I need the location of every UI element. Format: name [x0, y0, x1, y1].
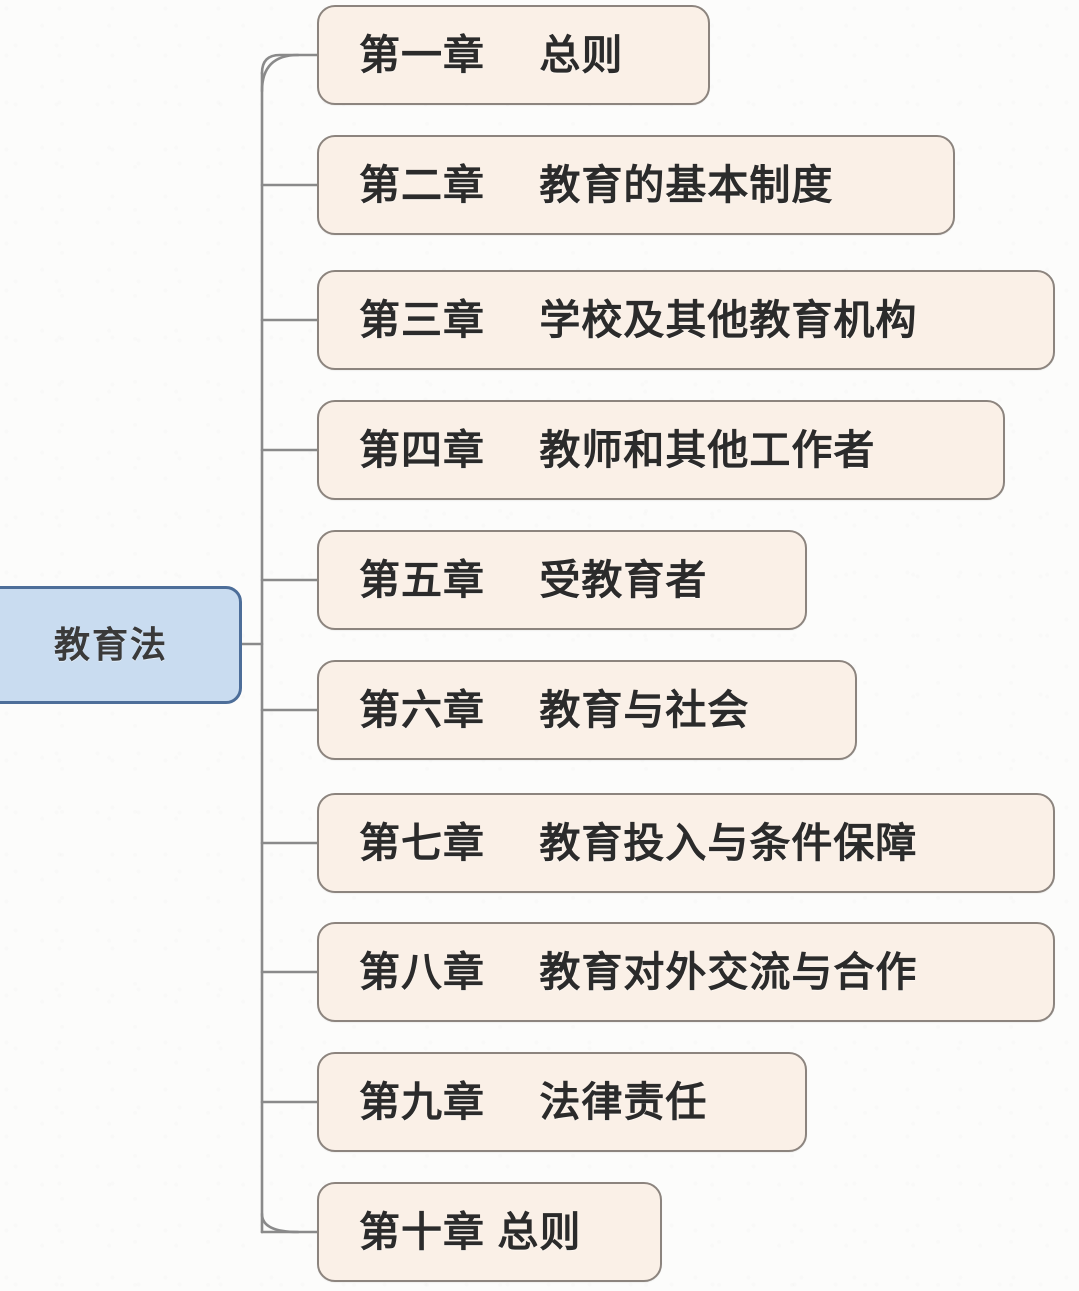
branch-node-9[interactable]: 第九章 法律责任 — [317, 1052, 807, 1152]
branch-node-3-label: 第三章 学校及其他教育机构 — [359, 296, 918, 343]
branch-node-5-label: 第五章 受教育者 — [359, 556, 708, 603]
branch-node-2-label: 第二章 教育的基本制度 — [359, 161, 834, 208]
branch-node-4[interactable]: 第四章 教师和其他工作者 — [317, 400, 1005, 500]
branch-node-10[interactable]: 第十章 总则 — [317, 1182, 662, 1282]
connector-elbow-top — [260, 53, 300, 93]
branch-node-8-label: 第八章 教育对外交流与合作 — [359, 948, 918, 995]
branch-node-5[interactable]: 第五章 受教育者 — [317, 530, 807, 630]
connector-branch-1 — [260, 53, 319, 75]
branch-node-4-label: 第四章 教师和其他工作者 — [359, 426, 876, 473]
branch-node-2[interactable]: 第二章 教育的基本制度 — [317, 135, 955, 235]
branch-node-7[interactable]: 第七章 教育投入与条件保障 — [317, 793, 1055, 893]
branch-node-3[interactable]: 第三章 学校及其他教育机构 — [317, 270, 1055, 370]
branch-node-9-label: 第九章 法律责任 — [359, 1078, 708, 1125]
branch-node-1-label: 第一章 总则 — [359, 31, 624, 78]
connector-elbow-bottom — [260, 1212, 300, 1234]
root-node[interactable]: 教育法 — [0, 586, 242, 704]
branch-node-10-label: 第十章 总则 — [359, 1208, 582, 1255]
branch-node-1[interactable]: 第一章 总则 — [317, 5, 710, 105]
root-node-label: 教育法 — [53, 624, 168, 665]
branch-node-8[interactable]: 第八章 教育对外交流与合作 — [317, 922, 1055, 1022]
branch-node-6-label: 第六章 教育与社会 — [359, 686, 750, 733]
branch-node-7-label: 第七章 教育投入与条件保障 — [359, 819, 918, 866]
branch-node-6[interactable]: 第六章 教育与社会 — [317, 660, 857, 760]
